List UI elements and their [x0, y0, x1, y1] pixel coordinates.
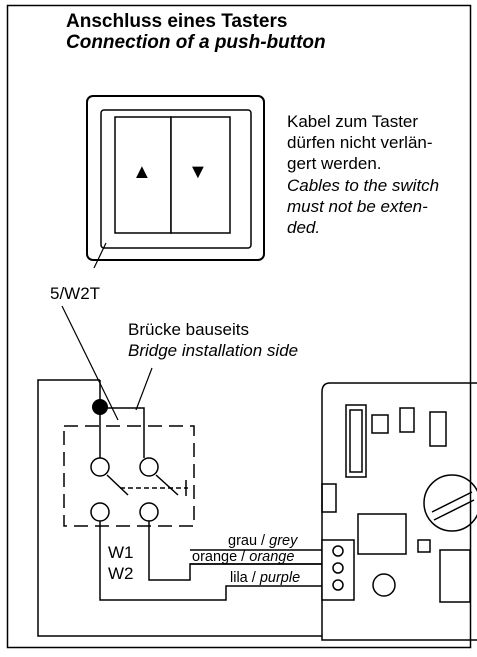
wire-label-orange-de: orange: [192, 549, 238, 565]
contact-upper-left: [90, 457, 110, 477]
wire-label-grey-en: grey: [269, 533, 298, 549]
note-de-line-2: dürfen nicht verlän-: [287, 133, 433, 152]
terminal-w1-label: W1: [108, 543, 134, 562]
up-rocker: [114, 116, 172, 234]
wire-label-grey: grau / grey: [228, 534, 297, 549]
switch-housing-dashed: [63, 425, 195, 527]
bridge-wire: [99, 380, 145, 458]
down-rocker: [170, 116, 231, 234]
wire-label-orange: orange / orange: [192, 550, 294, 565]
control-board: [321, 382, 477, 641]
wire-label-purple: lila / purple: [230, 571, 300, 586]
note-de-line-3: gert werden.: [287, 154, 382, 173]
wire-label-purple-de: lila: [230, 570, 248, 586]
note-en-line-2: must not be exten-: [287, 197, 428, 216]
note-de-line-1: Kabel zum Taster: [287, 112, 419, 131]
down-arrow-icon: ▼: [188, 161, 208, 183]
wiring-leader-line: [61, 305, 119, 421]
contact-upper-right: [139, 457, 159, 477]
note-en-line-3: ded.: [287, 218, 321, 237]
switch-model-label: 5/W2T: [50, 284, 101, 303]
note-en-line-1: Cables to the switch: [287, 176, 440, 195]
junction-dot: [92, 399, 108, 415]
wire-label-grey-sep: /: [257, 533, 270, 549]
contact-lower-left: [90, 502, 110, 522]
wire-label-purple-sep: /: [247, 570, 260, 586]
wire-label-orange-en: orange: [249, 549, 295, 565]
up-arrow-icon: ▲: [132, 161, 152, 183]
bridge-label-german: Brücke bauseits: [128, 320, 249, 339]
supply-wire: [37, 379, 322, 637]
wire-label-grey-de: grau: [228, 533, 258, 549]
wire-label-purple-en: purple: [259, 570, 301, 586]
terminal-w2-label: W2: [108, 564, 134, 583]
title-german: Anschluss eines Tasters: [66, 11, 288, 32]
push-button-switch: [86, 95, 265, 261]
switch-levers: [106, 474, 188, 496]
wire-label-orange-sep: /: [237, 549, 250, 565]
bridge-leader-line: [135, 367, 153, 411]
wire-w1: [99, 521, 322, 601]
outer-border: [6, 4, 472, 649]
bridge-label-english: Bridge installation side: [128, 341, 299, 360]
contact-lower-right: [139, 502, 159, 522]
title-english: Connection of a push-button: [66, 32, 326, 53]
model-leader-line: [93, 242, 107, 269]
